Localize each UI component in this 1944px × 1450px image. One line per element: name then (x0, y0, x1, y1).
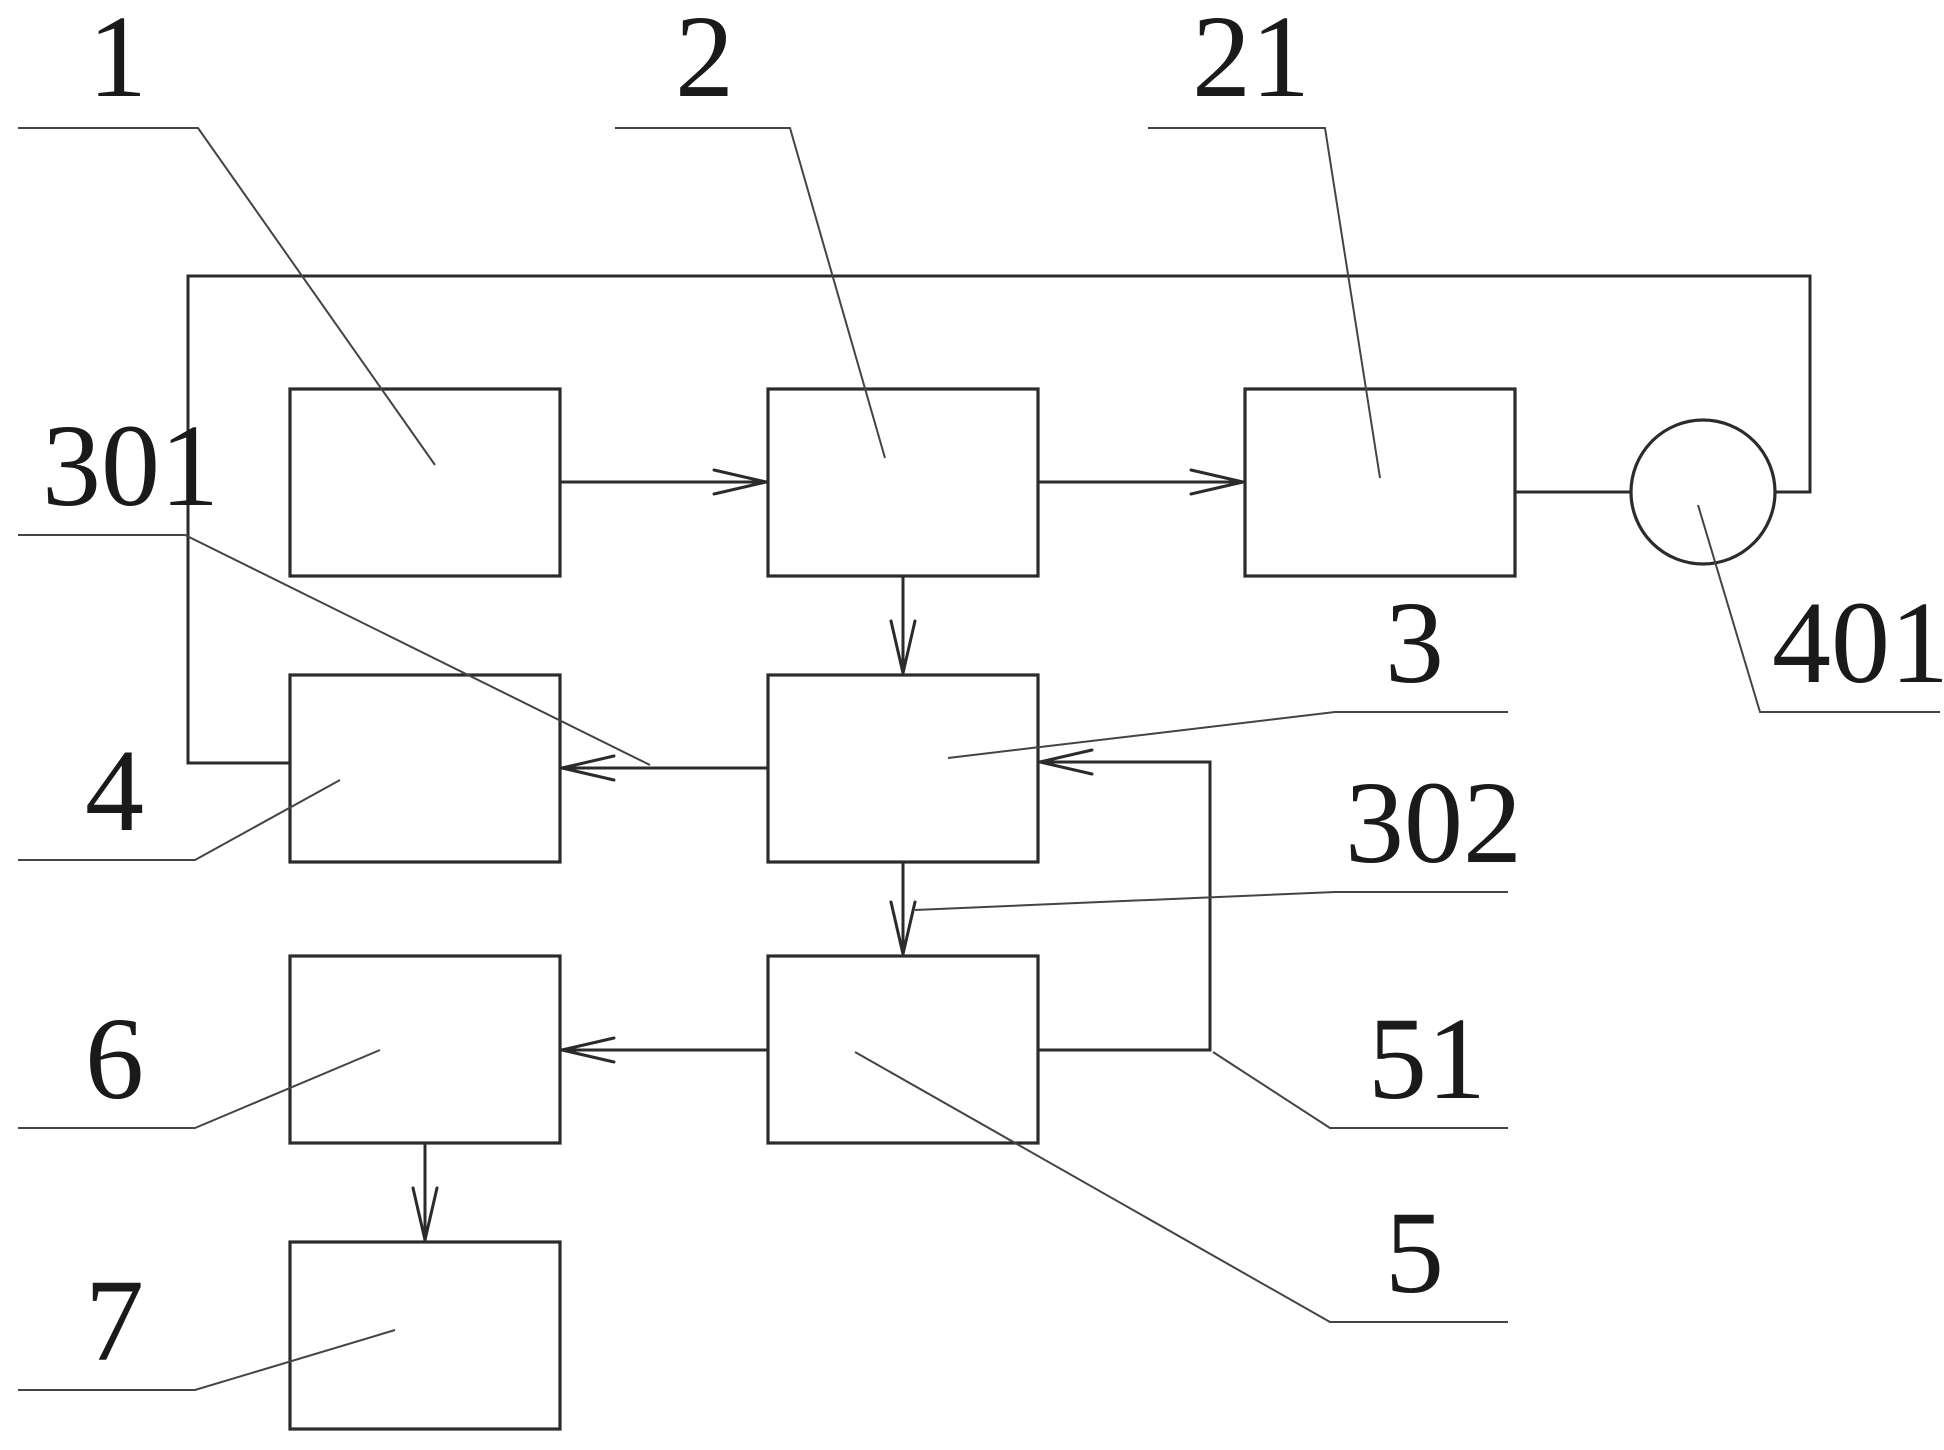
block-3 (1243, 387, 1517, 578)
arrowhead-2-to-3 (1189, 468, 1245, 496)
label-21: 21 (1192, 0, 1310, 122)
leader-3 (947, 711, 1508, 759)
leader-302 (914, 891, 1508, 911)
leader-401 (1697, 504, 1940, 713)
arrowhead-5-to-6 (560, 1036, 616, 1064)
block-2 (766, 387, 1040, 578)
return-wire-5-to-30x (1038, 760, 1212, 1052)
block-6 (288, 954, 562, 1145)
leader-2 (615, 127, 886, 459)
block-7 (288, 1240, 562, 1431)
leader-21 (1148, 127, 1381, 479)
block-1 (288, 387, 562, 578)
block-4 (288, 673, 562, 864)
leader-301 (18, 534, 651, 766)
arrowhead-30x-to-5 (889, 900, 917, 956)
label-2: 2 (675, 0, 734, 122)
label-3: 3 (1385, 577, 1444, 708)
arrowhead-30x-to-4 (560, 754, 616, 782)
label-5: 5 (1385, 1187, 1444, 1318)
arrowhead-6-to-7 (411, 1186, 439, 1242)
block-30x (766, 673, 1040, 864)
leader-1 (18, 127, 436, 466)
label-302: 302 (1345, 757, 1522, 888)
leader-6 (18, 1049, 381, 1129)
label-6: 6 (85, 993, 144, 1124)
leader-5 (854, 1051, 1508, 1323)
arrowhead-return-to-30x (1038, 748, 1094, 776)
label-301: 301 (42, 400, 219, 531)
label-7: 7 (85, 1255, 144, 1386)
leader-4 (18, 779, 341, 861)
block-5 (766, 954, 1040, 1145)
arrowhead-1-to-2 (712, 468, 768, 496)
leader-51 (1212, 1051, 1508, 1129)
label-1: 1 (88, 0, 147, 122)
leader-7 (18, 1329, 396, 1391)
label-4: 4 (85, 725, 144, 856)
feedback-loop-wire (186, 274, 1812, 765)
label-401: 401 (1772, 577, 1944, 708)
arrowhead-2-to-30x (889, 619, 917, 675)
circle-401 (1629, 418, 1777, 566)
label-51: 51 (1368, 993, 1486, 1124)
